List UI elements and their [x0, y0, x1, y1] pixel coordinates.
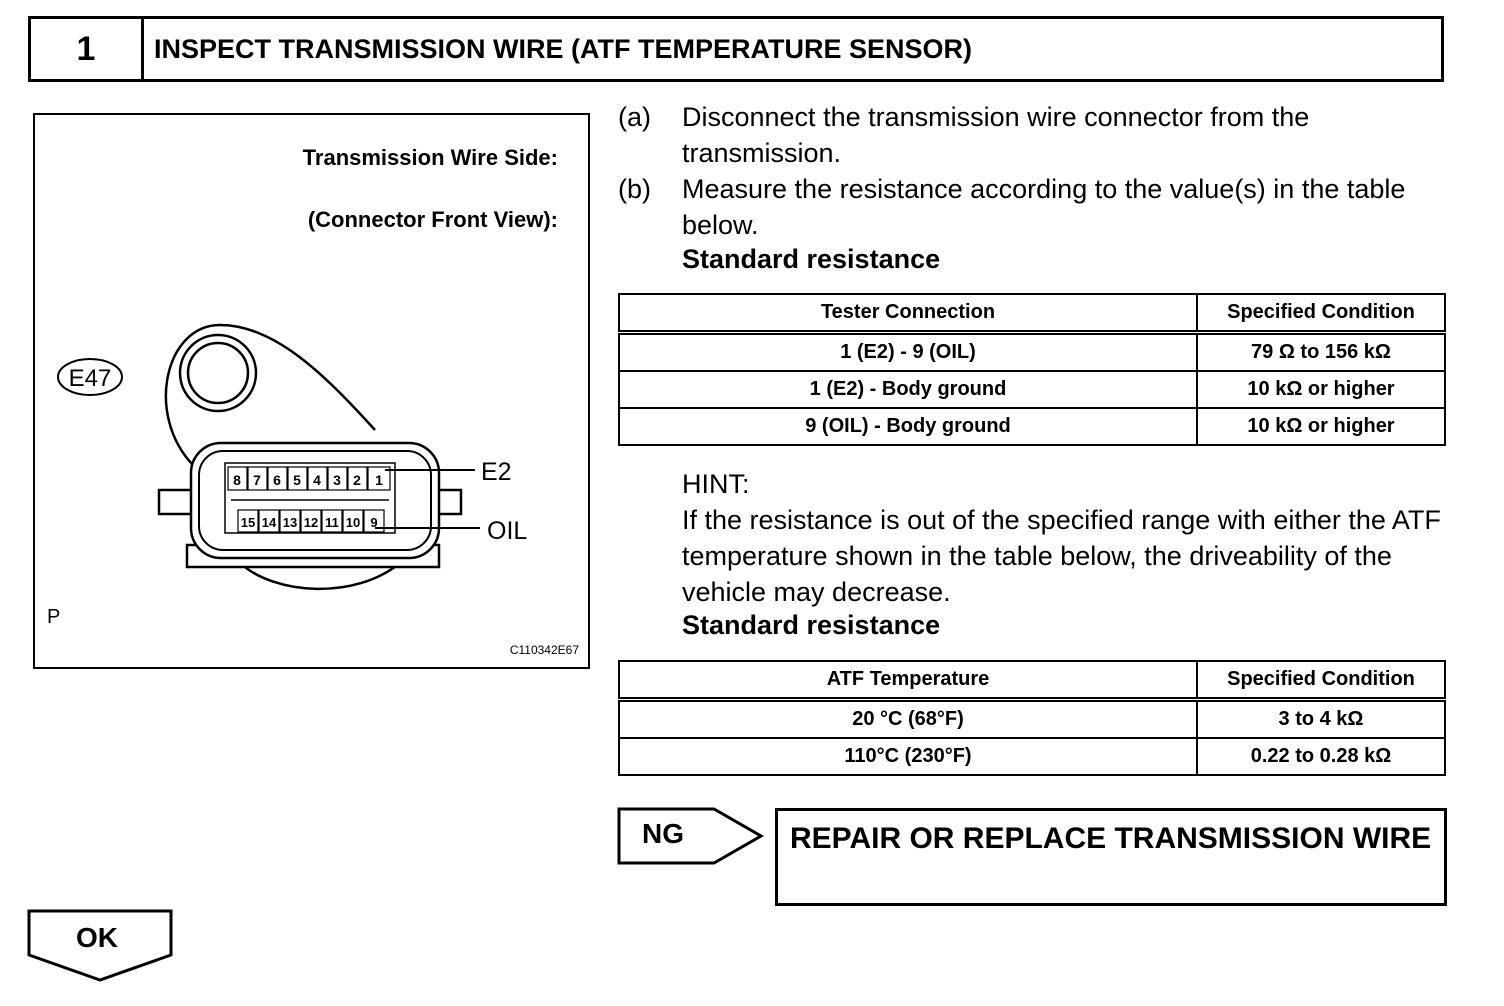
ng-action-text: REPAIR OR REPLACE TRANSMISSION WIRE — [790, 822, 1432, 855]
pin-label-8: 8 — [233, 472, 241, 488]
connector-housing-inner — [198, 450, 432, 551]
connector-id: E47 — [69, 365, 112, 392]
step-a-letter: (a) — [618, 102, 651, 132]
pin-cell-15 — [237, 509, 259, 533]
table-row: 9 (OIL) - Body ground 10 kΩ or higher — [618, 407, 1446, 446]
pin-cell-7 — [247, 466, 268, 491]
pin-cell-4 — [307, 466, 328, 491]
connector-figure: Transmission Wire Side: (Connector Front… — [33, 113, 590, 669]
figure-side-label: Transmission Wire Side: — [302, 145, 558, 170]
connector-dome — [239, 562, 401, 591]
pin-label-10: 10 — [346, 515, 360, 530]
step-b-text: Measure the resistance according to the … — [682, 174, 1406, 240]
pin-cell-12 — [300, 509, 322, 533]
pin-label-14: 14 — [262, 515, 277, 530]
pin-cell-14 — [258, 509, 280, 533]
table-header-row: Tester Connection Specified Condition — [618, 293, 1446, 335]
pin-label-11: 11 — [325, 515, 339, 530]
oil-callout: OIL — [487, 517, 527, 545]
table-row: 1 (E2) - 9 (OIL) 79 Ω to 156 kΩ — [618, 331, 1446, 372]
step-a: (a) Disconnect the transmission wire con… — [618, 99, 1444, 171]
step-a-text: Disconnect the transmission wire connect… — [682, 102, 1310, 168]
bolt-hole-outer — [178, 333, 258, 413]
atf-temperature-table: ATF Temperature Specified Condition 20 °… — [618, 660, 1446, 776]
pin-cell-3 — [327, 466, 348, 491]
pin-cell-2 — [347, 466, 368, 491]
pin-cell-10 — [342, 509, 364, 533]
specified-condition-cell: 79 Ω to 156 kΩ — [1196, 331, 1446, 372]
pin-label-12: 12 — [304, 515, 318, 530]
pin-label-15: 15 — [241, 515, 255, 530]
left-latch — [157, 488, 197, 516]
pin-label-5: 5 — [293, 472, 301, 488]
procedure-steps: (a) Disconnect the transmission wire con… — [618, 99, 1444, 243]
ok-arrow-icon — [27, 909, 173, 982]
pin-cell-5 — [287, 466, 308, 491]
table-row: 20 °C (68°F) 3 to 4 kΩ — [618, 698, 1446, 739]
atf-temperature-cell: 110°C (230°F) — [618, 737, 1198, 776]
atf-temperature-cell: 20 °C (68°F) — [618, 698, 1198, 739]
pin-label-4: 4 — [313, 472, 321, 488]
tester-connection-cell: 9 (OIL) - Body ground — [618, 407, 1198, 446]
ng-action-box: REPAIR OR REPLACE TRANSMISSION WIRE — [775, 808, 1447, 906]
connector-bracket — [164, 323, 376, 466]
e2-callout: E2 — [481, 458, 512, 486]
pin-cell-8 — [227, 466, 248, 491]
step-title: INSPECT TRANSMISSION WIRE (ATF TEMPERATU… — [154, 33, 973, 64]
tester-connection-cell: 1 (E2) - Body ground — [618, 370, 1198, 409]
pin-cell-13 — [279, 509, 301, 533]
ng-label: NG — [642, 818, 684, 849]
specified-condition-cell: 10 kΩ or higher — [1196, 370, 1446, 409]
pin-label-7: 7 — [253, 472, 261, 488]
hint-label: HINT: — [682, 469, 750, 499]
step-b: (b) Measure the resistance according to … — [618, 171, 1444, 243]
header-atf-temperature: ATF Temperature — [618, 660, 1198, 702]
header-specified-condition: Specified Condition — [1196, 660, 1446, 702]
connector-id-oval — [57, 358, 123, 396]
tester-connection-table: Tester Connection Specified Condition 1 … — [618, 293, 1446, 446]
step-b-letter: (b) — [618, 174, 651, 204]
pin-cell-9 — [363, 509, 385, 533]
hint-text: If the resistance is out of the specifie… — [682, 505, 1441, 607]
figure-view-label: (Connector Front View): — [307, 207, 558, 232]
bolt-hole-inner — [186, 341, 250, 405]
figure-corner-letter: P — [47, 606, 60, 628]
hint-block: HINT: If the resistance is out of the sp… — [682, 466, 1444, 610]
table-row: 110°C (230°F) 0.22 to 0.28 kΩ — [618, 737, 1446, 776]
figure-code: C110342E67 — [510, 643, 579, 657]
tester-connection-cell: 1 (E2) - 9 (OIL) — [618, 331, 1198, 372]
pin-label-2: 2 — [353, 472, 361, 488]
table-header-row: ATF Temperature Specified Condition — [618, 660, 1446, 702]
ok-label: OK — [76, 922, 118, 953]
pin-label-1: 1 — [375, 472, 383, 488]
pin-label-13: 13 — [283, 515, 297, 530]
step-number: 1 — [31, 19, 144, 79]
pin-cell-1 — [367, 466, 391, 491]
header-specified-condition: Specified Condition — [1196, 293, 1446, 335]
hint-standard-resistance-label: Standard resistance — [682, 610, 941, 640]
step-header: 1 INSPECT TRANSMISSION WIRE (ATF TEMPERA… — [28, 16, 1444, 82]
pin-cell-11 — [321, 509, 343, 533]
specified-condition-cell: 10 kΩ or higher — [1196, 407, 1446, 446]
pin-area — [224, 462, 396, 534]
header-tester-connection: Tester Connection — [618, 293, 1198, 335]
table-row: 1 (E2) - Body ground 10 kΩ or higher — [618, 370, 1446, 409]
standard-resistance-label: Standard resistance — [682, 244, 941, 274]
pin-cell-6 — [267, 466, 288, 491]
pin-label-3: 3 — [333, 472, 341, 488]
specified-condition-cell: 3 to 4 kΩ — [1196, 698, 1446, 739]
pin-label-9: 9 — [370, 515, 377, 530]
ng-arrow-icon — [617, 807, 765, 865]
specified-condition-cell: 0.22 to 0.28 kΩ — [1196, 737, 1446, 776]
connector-drawing: 8 7 6 5 4 3 2 1 15 14 13 12 11 10 9 E2 O… — [47, 323, 579, 657]
pin-label-6: 6 — [273, 472, 281, 488]
